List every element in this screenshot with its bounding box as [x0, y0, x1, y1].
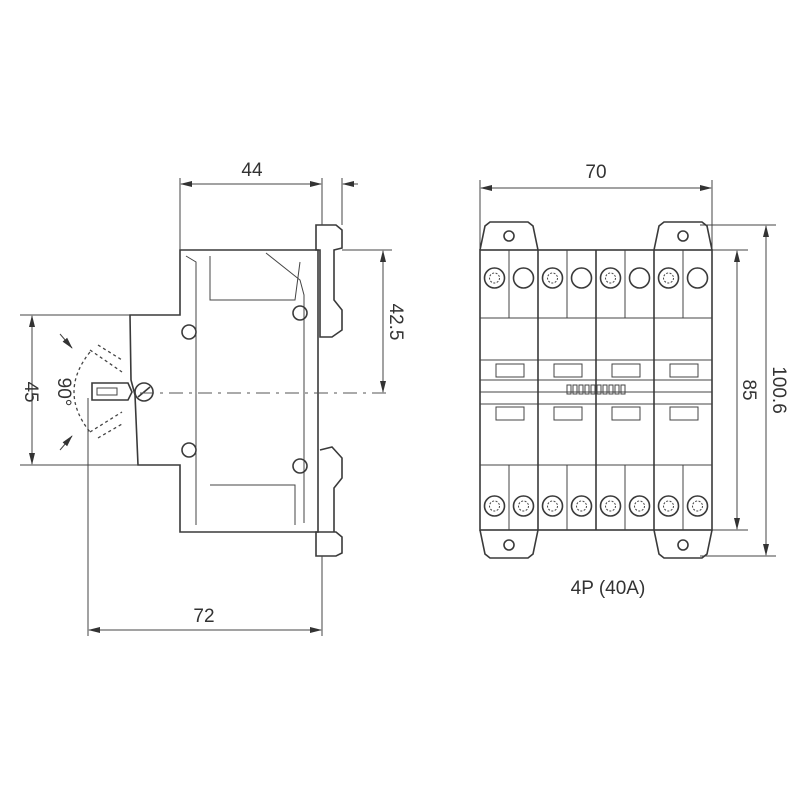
- mounting-hole-icon: [503, 230, 515, 242]
- terminal-screw-icon: [605, 272, 616, 284]
- tie-bar-tooth: [602, 384, 608, 395]
- dim-label-85: 85: [738, 379, 759, 400]
- terminal-screw-icon: [512, 495, 535, 517]
- handle-slot: [669, 363, 699, 378]
- mounting-hole-icon: [503, 539, 515, 551]
- terminal-screw-icon: [547, 272, 558, 284]
- handle-arc: [73, 351, 91, 433]
- handle-slot: [669, 406, 699, 421]
- terminal-screw-icon: [518, 500, 529, 512]
- side-view: 90° 44 72 45 42.5: [20, 160, 406, 636]
- terminal-screw-icon: [570, 495, 593, 517]
- side-body-outline: [129, 249, 319, 533]
- terminal-screw-icon: [663, 272, 674, 284]
- mounting-clip-top: [479, 221, 539, 251]
- din-clip-bottom: [315, 446, 343, 557]
- dim-label-100-6: 100.6: [768, 366, 789, 414]
- tie-bar-tooth: [584, 384, 590, 395]
- dim-label-72: 72: [193, 606, 214, 627]
- screw-hole: [292, 458, 308, 474]
- mounting-hole-icon: [677, 230, 689, 242]
- mounting-clip-bottom: [653, 529, 713, 559]
- din-clip-top: [315, 224, 343, 338]
- terminal-screw-icon: [657, 495, 680, 517]
- terminal-screw-icon: [599, 495, 622, 517]
- terminal-opening-icon: [686, 267, 709, 289]
- screw-hole: [292, 305, 308, 321]
- terminal-screw-icon: [657, 267, 680, 289]
- terminal-opening-icon: [628, 267, 651, 289]
- dim-label-70: 70: [585, 162, 606, 183]
- tie-bar-tooth: [572, 384, 578, 395]
- terminal-screw-icon: [576, 500, 587, 512]
- terminal-screw-icon: [634, 500, 645, 512]
- handle-slot: [495, 363, 525, 378]
- handle-slot: [553, 363, 583, 378]
- terminal-screw-icon: [628, 495, 651, 517]
- screw-hole: [181, 324, 197, 340]
- terminal-screw-icon: [541, 495, 564, 517]
- model-caption: 4P (40A): [571, 578, 646, 599]
- mounting-clip-bottom: [479, 529, 539, 559]
- mounting-clip-top: [653, 221, 713, 251]
- handle-slot: [611, 363, 641, 378]
- mounting-hole-icon: [677, 539, 689, 551]
- terminal-screw-icon: [541, 267, 564, 289]
- dim-label-42-5: 42.5: [385, 304, 406, 341]
- terminal-screw-icon: [663, 500, 674, 512]
- handle-slot: [495, 406, 525, 421]
- tie-bar-tooth: [590, 384, 596, 395]
- terminal-screw-icon: [599, 267, 622, 289]
- handle-slot: [553, 406, 583, 421]
- front-view: 70 85 100.6 4P (40A): [479, 162, 789, 599]
- screw-icon: [134, 382, 154, 402]
- dim-label-45: 45: [20, 381, 41, 402]
- terminal-screw-icon: [489, 272, 500, 284]
- terminal-screw-icon: [605, 500, 616, 512]
- dim-label-44: 44: [241, 160, 263, 181]
- tie-bar-tooth: [566, 384, 572, 395]
- terminal-opening-icon: [570, 267, 593, 289]
- handle-angle-label: 90°: [53, 378, 74, 407]
- side-body-inner: [185, 252, 305, 525]
- terminal-screw-icon: [489, 500, 500, 512]
- handle: [91, 382, 133, 401]
- terminal-screw-icon: [483, 495, 506, 517]
- handle-slot: [611, 406, 641, 421]
- terminal-screw-icon: [483, 267, 506, 289]
- tie-bar-tooth: [614, 384, 620, 395]
- tie-bar-tooth: [620, 384, 626, 395]
- terminal-opening-icon: [512, 267, 535, 289]
- tie-bar-tooth: [596, 384, 602, 395]
- tie-bar-tooth: [608, 384, 614, 395]
- tie-bar-tooth: [578, 384, 584, 395]
- terminal-screw-icon: [686, 495, 709, 517]
- screw-hole: [181, 442, 197, 458]
- terminal-screw-icon: [547, 500, 558, 512]
- terminal-screw-icon: [692, 500, 703, 512]
